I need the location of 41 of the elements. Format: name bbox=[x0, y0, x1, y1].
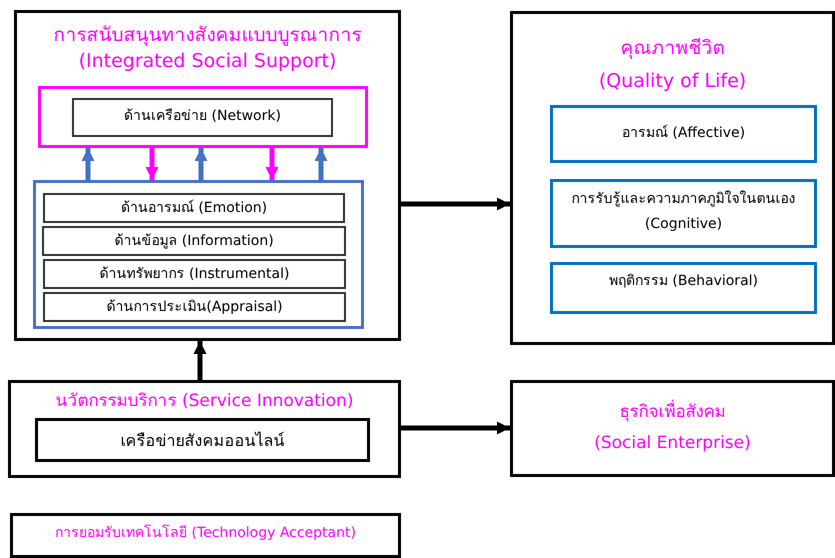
heading: ธุรกิจเพื่อสังคม bbox=[513, 397, 832, 428]
heading: ด้านการประเมิน(Appraisal) bbox=[105, 298, 284, 317]
process-box bbox=[510, 380, 835, 477]
subheading: (Integrated Social Support) bbox=[78, 48, 338, 74]
process-box bbox=[43, 193, 345, 223]
process-box bbox=[550, 262, 817, 314]
group-box bbox=[14, 10, 401, 341]
heading: การยอมรับเทคโนโลยี (Technology Acceptant) bbox=[54, 524, 357, 543]
process-box bbox=[550, 105, 817, 163]
heading: พฤติกรรม (Behavioral) bbox=[608, 272, 759, 291]
heading: ด้านเครือข่าย (Network) bbox=[123, 107, 282, 126]
heading: นวัตกรรมบริการ (Service Innovation) bbox=[54, 390, 354, 413]
heading: ด้านอารมณ์ (Emotion) bbox=[120, 199, 268, 218]
heading: การรับรู้และความภาคภูมิใจในตนเอง (Cognitive) bbox=[570, 190, 796, 234]
group-box bbox=[38, 86, 368, 148]
heading: เครือข่ายสังคมออนไลน์ bbox=[120, 430, 286, 452]
group-box bbox=[510, 11, 835, 345]
arrow bbox=[146, 148, 158, 180]
subheading: (Quality of Life) bbox=[598, 69, 748, 94]
heading: ด้านทรัพยากร (Instrumental) bbox=[98, 265, 290, 284]
arrow bbox=[82, 148, 94, 180]
group-box bbox=[8, 380, 401, 478]
heading: อารมณ์ (Affective) bbox=[620, 124, 746, 143]
heading: ด้านข้อมูล (Information) bbox=[113, 232, 275, 251]
arrow bbox=[314, 148, 328, 180]
process-box bbox=[42, 226, 346, 256]
heading: การสนับสนุนทางสังคมแบบบูรณาการ bbox=[52, 23, 362, 48]
arrow bbox=[401, 422, 510, 434]
group-box bbox=[33, 180, 364, 329]
arrow bbox=[401, 198, 510, 210]
process-box bbox=[72, 98, 333, 137]
process-box bbox=[550, 179, 817, 248]
process-box bbox=[43, 259, 346, 289]
heading: คุณภาพชีวิต bbox=[620, 36, 726, 61]
arrow bbox=[266, 148, 278, 180]
arrow bbox=[194, 341, 206, 380]
process-box bbox=[35, 418, 370, 462]
subheading: (Social Enterprise) bbox=[593, 432, 752, 455]
arrow bbox=[194, 148, 208, 180]
process-box bbox=[10, 513, 401, 558]
process-box bbox=[43, 292, 346, 322]
